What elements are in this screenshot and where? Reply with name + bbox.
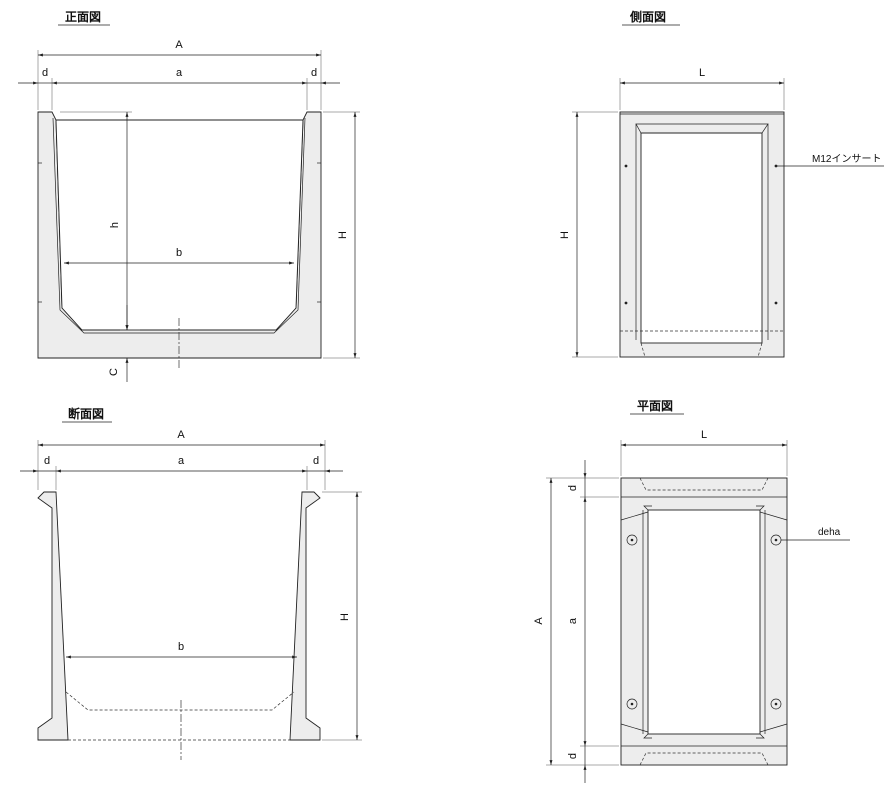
plan-dim-L: L <box>701 429 707 441</box>
plan-deha-circle <box>626 698 638 710</box>
plan-deha-circle <box>626 534 638 546</box>
section-dim-b: b <box>178 641 184 653</box>
front-view-title: 正面図 <box>65 10 101 24</box>
section-base-dashed <box>65 691 295 711</box>
front-dim-A: A <box>175 39 183 51</box>
section-dim-a: a <box>178 455 185 467</box>
plan-dim-a: a <box>567 617 579 624</box>
front-inner-cavity <box>55 119 304 331</box>
plan-deha-circle <box>770 698 782 710</box>
side-insert-note: M12インサート <box>812 153 881 165</box>
plan-top-dashed <box>639 477 769 491</box>
section-right-wall <box>289 491 321 741</box>
section-dim-d-left: d <box>44 455 50 467</box>
plan-inner-opening <box>647 509 761 735</box>
front-dim-b: b <box>176 247 182 259</box>
section-left-wall <box>37 491 69 741</box>
section-dim-d-right: d <box>313 455 319 467</box>
side-top-chamfer <box>635 123 769 134</box>
side-insert-dot <box>624 164 628 168</box>
section-dim-H: H <box>339 613 351 621</box>
plan-view-title: 平面図 <box>637 399 673 413</box>
plan-view: 平面図 deha L A <box>533 399 850 783</box>
front-dim-C: C <box>108 368 120 376</box>
front-dim-d-right: d <box>311 67 317 79</box>
plan-bottom-dashed <box>639 752 769 766</box>
section-view: 断面図 A a d d b H <box>20 406 362 760</box>
side-insert-dot <box>624 301 628 305</box>
front-dim-H: H <box>337 231 349 239</box>
section-view-title: 断面図 <box>68 406 104 421</box>
section-dim-A: A <box>177 429 185 441</box>
side-insert-dot <box>774 301 778 305</box>
side-inner-opening <box>640 132 763 344</box>
plan-dim-A: A <box>533 617 545 625</box>
side-view-title: 側面図 <box>629 9 666 24</box>
front-view: 正面図 A a d d h b <box>18 10 360 382</box>
plan-dim-d-top: d <box>567 485 579 491</box>
front-dim-h: h <box>109 222 121 228</box>
front-dim-d-left: d <box>42 67 48 79</box>
side-view: 側面図 L H M12インサート <box>559 9 884 358</box>
front-dim-a: a <box>176 67 183 79</box>
side-dim-H: H <box>559 231 571 239</box>
plan-deha-note: deha <box>818 527 841 538</box>
plan-dim-d-bottom: d <box>567 753 579 759</box>
side-dim-L: L <box>699 67 705 79</box>
